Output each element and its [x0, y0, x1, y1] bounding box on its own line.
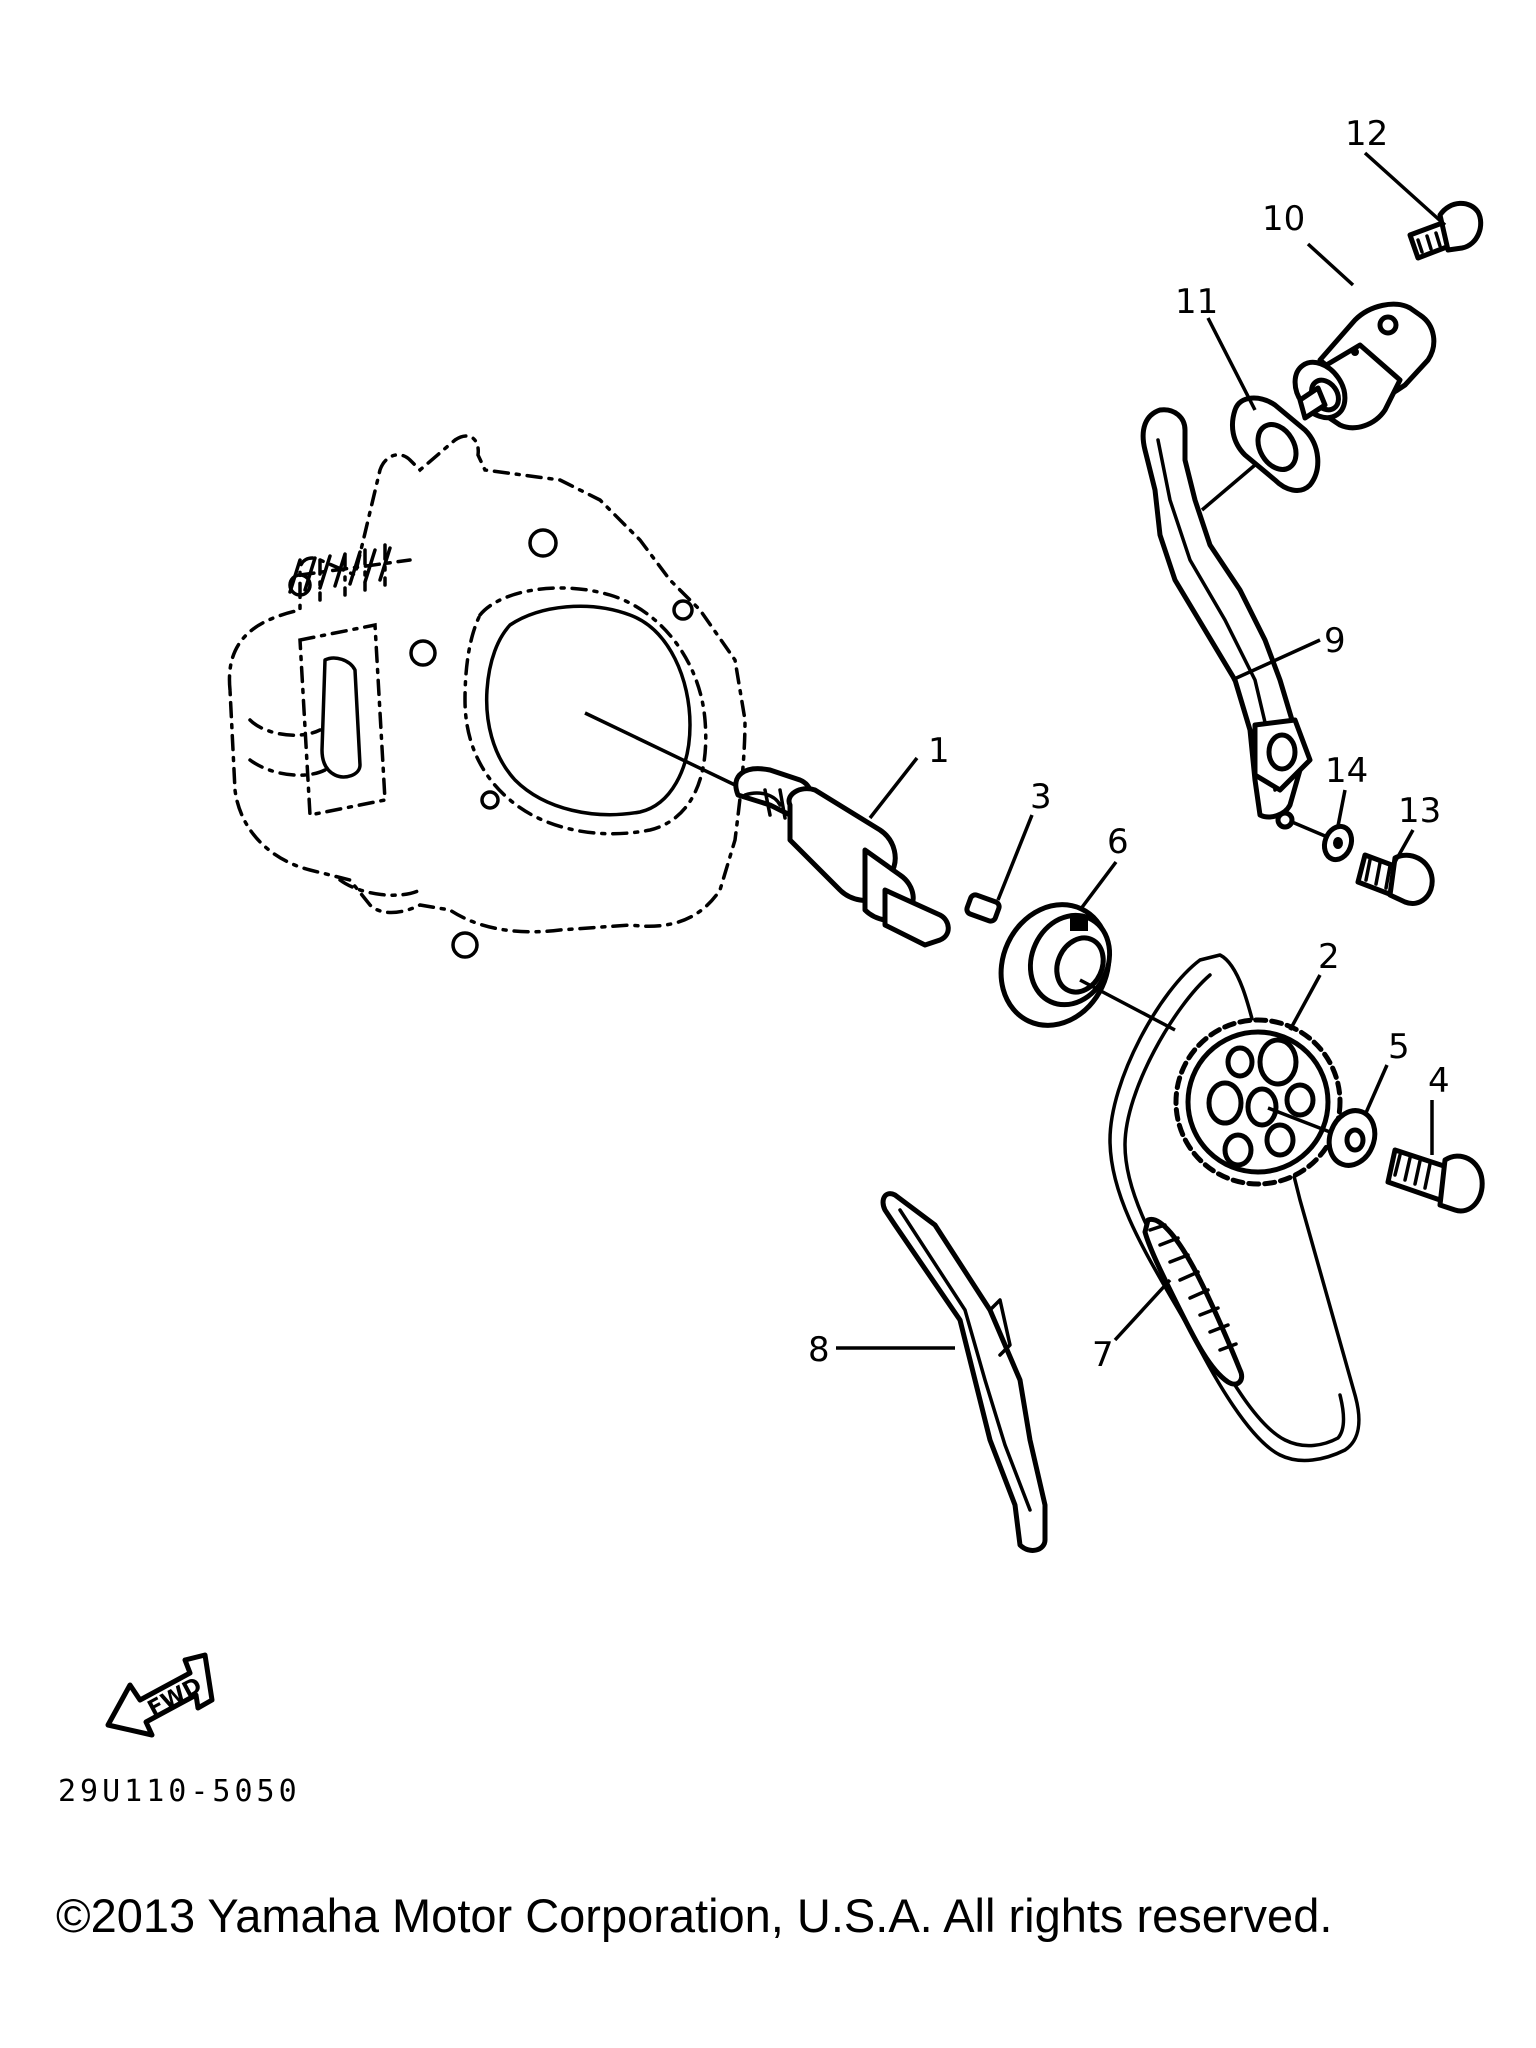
tensioner-bolt [1407, 200, 1484, 261]
callout-1: 1 [928, 731, 950, 771]
callout-6: 6 [1107, 822, 1129, 862]
callout-7: 7 [1092, 1335, 1114, 1375]
callout-9: 9 [1324, 621, 1346, 661]
fwd-arrow: FWD [105, 1652, 215, 1738]
dowel-pin [964, 892, 1002, 924]
copyright-notice: ©2013 Yamaha Motor Corporation, U.S.A. A… [56, 1889, 1333, 1942]
callout-13: 13 [1398, 791, 1441, 831]
callout-11: 11 [1175, 282, 1218, 322]
timing-chain [1142, 1216, 1245, 1387]
decompressor-cam [998, 902, 1113, 1028]
guide-bolt [1355, 852, 1435, 906]
callout-5: 5 [1388, 1027, 1410, 1067]
guide-bolt-axis-line [1291, 820, 1326, 838]
callout-2: 2 [1318, 937, 1340, 977]
bolt-axis-line [1267, 1106, 1331, 1134]
callout-12: 12 [1345, 114, 1388, 154]
callout-14: 14 [1325, 751, 1368, 791]
callout-4: 4 [1428, 1061, 1450, 1101]
washer [1326, 1108, 1378, 1168]
callout-3: 3 [1030, 777, 1052, 817]
cam-sprocket [1173, 1017, 1343, 1187]
sprocket-bolt [1385, 1147, 1485, 1214]
tensioner-axis-line [1200, 463, 1257, 512]
camshaft-axis-line [584, 711, 736, 787]
callout-leaders [836, 151, 1447, 1350]
tensioner-gasket [1230, 395, 1321, 493]
callout-numbers: 1 2 3 4 5 6 7 8 9 10 11 12 13 14 [808, 114, 1450, 1375]
diagram-code: 29U110-5050 [58, 1774, 301, 1809]
camshaft [733, 766, 951, 948]
callout-8: 8 [808, 1330, 830, 1370]
cylinder-head-outline [227, 434, 747, 959]
chain-guide-intake [880, 1191, 1048, 1553]
chain-tensioner [1292, 301, 1437, 431]
callout-10: 10 [1262, 199, 1305, 239]
guide-washer [1321, 823, 1355, 863]
sprocket-axis-line [1079, 978, 1176, 1032]
chain-guide-exhaust [1140, 407, 1313, 830]
